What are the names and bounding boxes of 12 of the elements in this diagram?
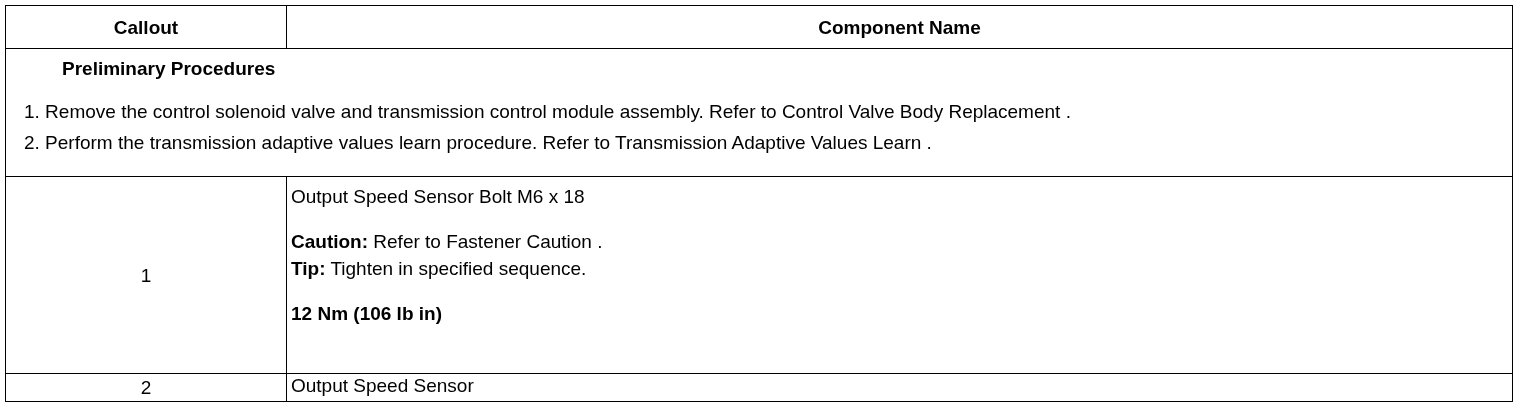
column-header: Callout xyxy=(112,15,180,39)
torque-spec: 12 Nm (106 lb in) xyxy=(291,302,443,325)
procedure-step: 1. Remove the control solenoid valve and transmission control module assembly. Refer to Control Valve Body Replacement . xyxy=(10,100,1508,123)
component-name: Output Speed Sensor xyxy=(291,374,475,397)
column-header: Component Name xyxy=(817,15,982,39)
section-heading: Preliminary Procedures xyxy=(61,57,277,80)
caution-note: Caution: Refer to Fastener Caution . xyxy=(291,230,604,253)
callout-number: 1 xyxy=(139,263,153,287)
procedure-step: 2. Perform the transmission adaptive values learn procedure. Refer to Transmission Adaptive Values Learn . xyxy=(10,131,1508,154)
callout-number: 2 xyxy=(139,376,153,399)
tip-note: Tip: Tighten in specified sequence. xyxy=(291,257,588,280)
component-name: Output Speed Sensor Bolt M6 x 18 xyxy=(291,185,586,208)
